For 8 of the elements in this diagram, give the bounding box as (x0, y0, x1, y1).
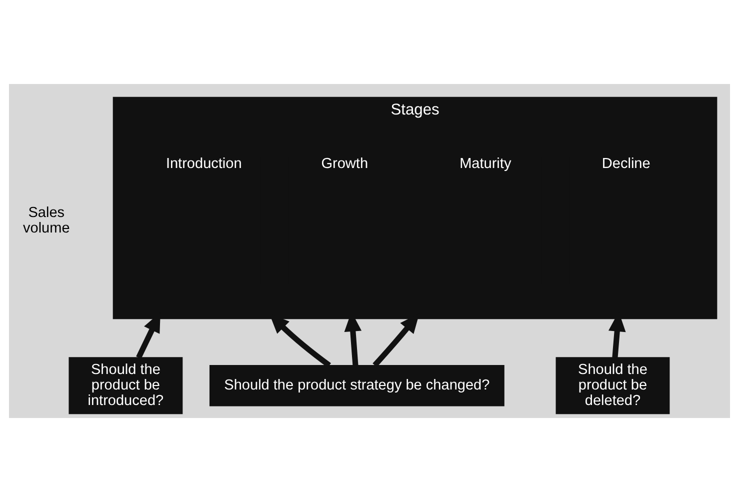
node-text: Decline (602, 156, 650, 172)
label: Sales volume (22, 204, 70, 236)
node-text: Growth (321, 156, 368, 172)
node-box: Should the product be deleted? (556, 357, 670, 414)
node-text: Introduction (166, 156, 242, 172)
node-text: Maturity (460, 156, 512, 172)
node-box: Should the product strategy be changed? (209, 364, 504, 406)
node-box: Should the product be introduced? (68, 357, 183, 414)
